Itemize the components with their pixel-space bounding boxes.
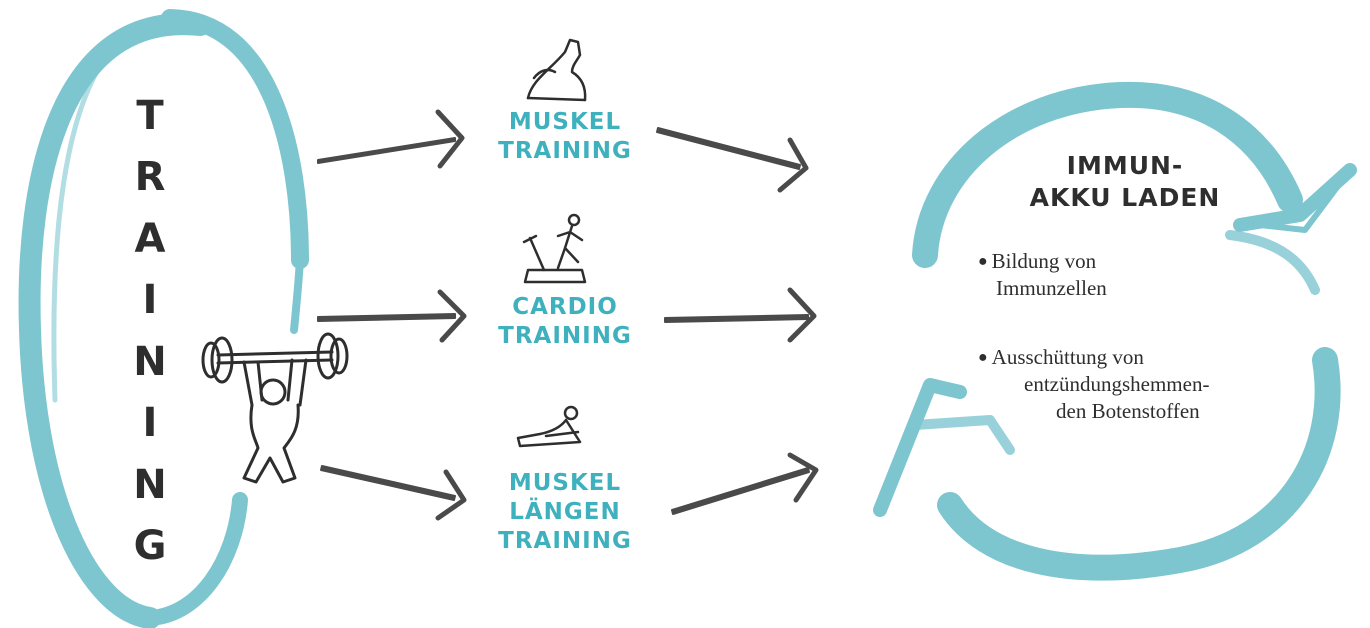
bullet-dot-icon: ●	[978, 349, 988, 366]
bullet-text: entzündungshemmen-	[1024, 372, 1210, 396]
label-line: TRAINING	[498, 138, 632, 164]
training-letter: T	[136, 93, 164, 139]
training-letter: I	[142, 400, 158, 447]
arrow-to-muscle-training	[317, 109, 465, 169]
bullet-text: den Botenstoffen	[1056, 399, 1200, 423]
muscle-training-label: MUSKEL TRAINING	[475, 108, 655, 166]
bullet-immune-cells: ●Bildung von Immunzellen	[978, 248, 1107, 302]
title-line: IMMUN-	[1066, 151, 1184, 180]
label-line: TRAINING	[498, 528, 632, 554]
training-letter: A	[134, 215, 166, 262]
training-letter: R	[134, 154, 166, 201]
bullet-text: Ausschüttung von	[991, 345, 1144, 369]
training-letter: N	[133, 461, 167, 508]
bullet-anti-inflammatory: ●Ausschüttung von entzündungshemmen- den…	[978, 344, 1209, 425]
cycle-arrow-top	[912, 81, 1357, 295]
treadmill-runner-icon	[522, 213, 587, 284]
bullet-dot-icon: ●	[978, 253, 988, 270]
arrows-to-branches	[317, 109, 467, 521]
arrow-muscle-to-cycle	[656, 127, 809, 193]
training-vertical-label: T R A I N I N G	[122, 96, 178, 566]
arrows-to-cycle	[656, 127, 819, 515]
training-brush-ellipse	[18, 9, 309, 628]
arrow-to-stretch-training	[320, 465, 467, 521]
flexed-arm-icon	[526, 38, 587, 102]
immune-battery-title: IMMUN- AKKU LADEN	[1010, 150, 1240, 214]
training-letter: I	[142, 277, 158, 324]
stretch-training-label: MUSKEL LÄNGEN TRAINING	[475, 469, 655, 556]
cycle-arrow-bottom	[873, 347, 1341, 581]
training-letter: G	[133, 522, 167, 569]
training-letter: N	[133, 338, 167, 385]
arrow-stretch-to-cycle	[671, 452, 819, 515]
label-line: MUSKEL	[508, 109, 622, 135]
weightlifter-icon	[201, 332, 349, 484]
bullet-text: Immunzellen	[996, 276, 1107, 300]
bullet-text: Bildung von	[991, 249, 1097, 273]
cardio-training-label: CARDIO TRAINING	[475, 293, 655, 351]
arrow-to-cardio-training	[317, 289, 467, 343]
title-line: AKKU LADEN	[1029, 183, 1221, 212]
label-line: LÄNGEN	[509, 499, 621, 525]
cycle-arrows	[873, 81, 1357, 581]
label-line: CARDIO	[512, 294, 618, 320]
arrow-cardio-to-cycle	[664, 287, 817, 343]
label-line: TRAINING	[498, 323, 632, 349]
label-line: MUSKEL	[508, 470, 622, 496]
stretching-person-icon	[516, 405, 582, 448]
